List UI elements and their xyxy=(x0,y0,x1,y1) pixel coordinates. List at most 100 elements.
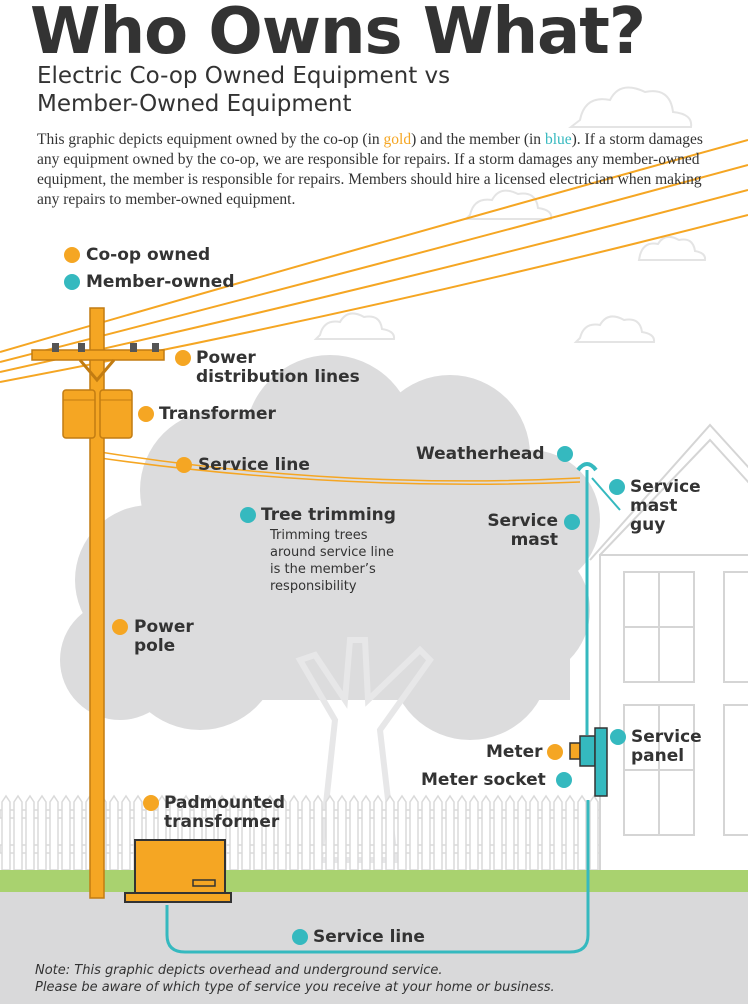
power-pole-label: Power pole xyxy=(134,618,194,656)
meter-socket-dot xyxy=(556,772,572,788)
intro-gold-word: gold xyxy=(383,131,412,148)
fence-picket xyxy=(301,794,311,871)
meter-socket-label: Meter socket xyxy=(421,770,546,790)
intro-part-1: This graphic depicts equipment owned by … xyxy=(37,131,384,148)
service-mast-guy-label: Service mast guy xyxy=(630,478,701,535)
tree-trimming-dot xyxy=(240,507,256,523)
power-distribution-label: Power distribution lines xyxy=(196,349,360,387)
transformer-dot xyxy=(138,406,154,422)
page-subtitle: Electric Co-op Owned Equipment vs Member… xyxy=(37,62,637,118)
underground-service-line-dot xyxy=(292,929,308,945)
fence-picket xyxy=(409,794,419,871)
weatherhead-dot xyxy=(557,446,573,462)
fence-picket xyxy=(361,794,371,871)
tree-note-line-2: around service line xyxy=(270,545,395,560)
padmount-line-1: Padmounted xyxy=(164,793,286,813)
underground-service-line-label: Service line xyxy=(313,927,425,947)
padmount-line-2: transformer xyxy=(164,812,280,832)
intro-part-3: ). If a storm damages any equipment owne… xyxy=(37,131,703,208)
fence-picket xyxy=(493,794,503,871)
footer-line-2: Please be aware of which type of service… xyxy=(35,980,555,995)
fence-picket xyxy=(13,794,23,871)
fence-picket xyxy=(529,794,539,871)
weatherhead-label: Weatherhead xyxy=(416,444,545,464)
fence-picket xyxy=(457,794,467,871)
fence-picket xyxy=(121,794,131,871)
fence-picket xyxy=(337,794,347,871)
grass xyxy=(0,870,748,892)
fence-picket xyxy=(109,794,119,871)
fence-picket xyxy=(397,794,407,871)
service-mast-dot xyxy=(564,514,580,530)
legend-member-dot xyxy=(64,274,80,290)
intro-part-2: ) and the member (in xyxy=(411,131,545,148)
service-mast-line-1: Service xyxy=(487,511,558,531)
fence-picket xyxy=(577,794,587,871)
overhead-service-line xyxy=(99,451,581,486)
power-distribution-line-1: Power xyxy=(196,348,256,368)
fence-picket xyxy=(565,794,575,871)
meter-dot xyxy=(547,744,563,760)
padmount-label: Padmounted transformer xyxy=(164,794,285,832)
fence-picket xyxy=(289,794,299,871)
underground-service-line xyxy=(165,800,590,954)
service-panel-dot xyxy=(610,729,626,745)
power-distribution-line-2: distribution lines xyxy=(196,367,360,387)
tree-trunk xyxy=(295,637,434,863)
padmount-shape xyxy=(124,839,232,903)
power-pole-dot xyxy=(112,619,128,635)
power-pole-line-2: pole xyxy=(134,636,176,656)
service-panel-line-2: panel xyxy=(631,746,685,766)
fence-picket xyxy=(541,794,551,871)
transformer-label: Transformer xyxy=(159,404,276,424)
intro-blue-word: blue xyxy=(544,131,572,148)
legend-coop-label: Co-op owned xyxy=(86,245,211,265)
service-mast-guy-line-2: mast xyxy=(630,496,678,516)
footer-note: Note: This graphic depicts overhead and … xyxy=(35,962,735,996)
padmount-dot xyxy=(143,795,159,811)
page-title: Who Owns What? xyxy=(30,0,646,69)
power-pole-line-1: Power xyxy=(134,617,194,637)
service-mast-shape xyxy=(576,462,621,735)
tree xyxy=(60,355,600,740)
service-mast-label: Service mast xyxy=(483,512,558,550)
ground xyxy=(0,892,748,1004)
tree-note-line-1: Trimming trees xyxy=(270,528,368,543)
fence-picket xyxy=(49,794,59,871)
fence-picket xyxy=(313,794,323,871)
intro-paragraph: This graphic depicts equipment owned by … xyxy=(37,130,727,210)
service-mast-guy-line-1: Service xyxy=(630,477,701,497)
fence-picket xyxy=(553,794,563,871)
service-panel-label: Service panel xyxy=(631,728,702,766)
tree-note-line-3: is the member’s xyxy=(270,562,376,577)
fence-picket xyxy=(589,794,599,871)
service-mast-guy-dot xyxy=(609,479,625,495)
tree-note-line-4: responsibility xyxy=(270,579,357,594)
fence-picket xyxy=(61,794,71,871)
power-pole-shape xyxy=(31,307,165,899)
fence-picket xyxy=(421,794,431,871)
overhead-service-line-label: Service line xyxy=(198,455,310,475)
legend-coop-dot xyxy=(64,247,80,263)
legend-member-label: Member-owned xyxy=(86,272,235,292)
fence-picket xyxy=(25,794,35,871)
clouds xyxy=(313,86,707,343)
fence-picket xyxy=(481,794,491,871)
fence-picket xyxy=(433,794,443,871)
fence-picket xyxy=(445,794,455,871)
fence-picket xyxy=(373,794,383,871)
power-distribution-dot xyxy=(175,350,191,366)
fence-picket xyxy=(505,794,515,871)
fence-picket xyxy=(325,794,335,871)
fence-picket xyxy=(469,794,479,871)
tree-trimming-note: Trimming trees around service line is th… xyxy=(270,527,394,595)
service-panel-line-1: Service xyxy=(631,727,702,747)
fence-picket xyxy=(1,794,11,871)
fence-picket xyxy=(385,794,395,871)
meter-label: Meter xyxy=(486,742,543,762)
overhead-service-line-dot xyxy=(176,457,192,473)
fence-picket xyxy=(517,794,527,871)
service-mast-line-2: mast xyxy=(510,530,558,550)
subtitle-line-1: Electric Co-op Owned Equipment vs xyxy=(37,63,451,89)
